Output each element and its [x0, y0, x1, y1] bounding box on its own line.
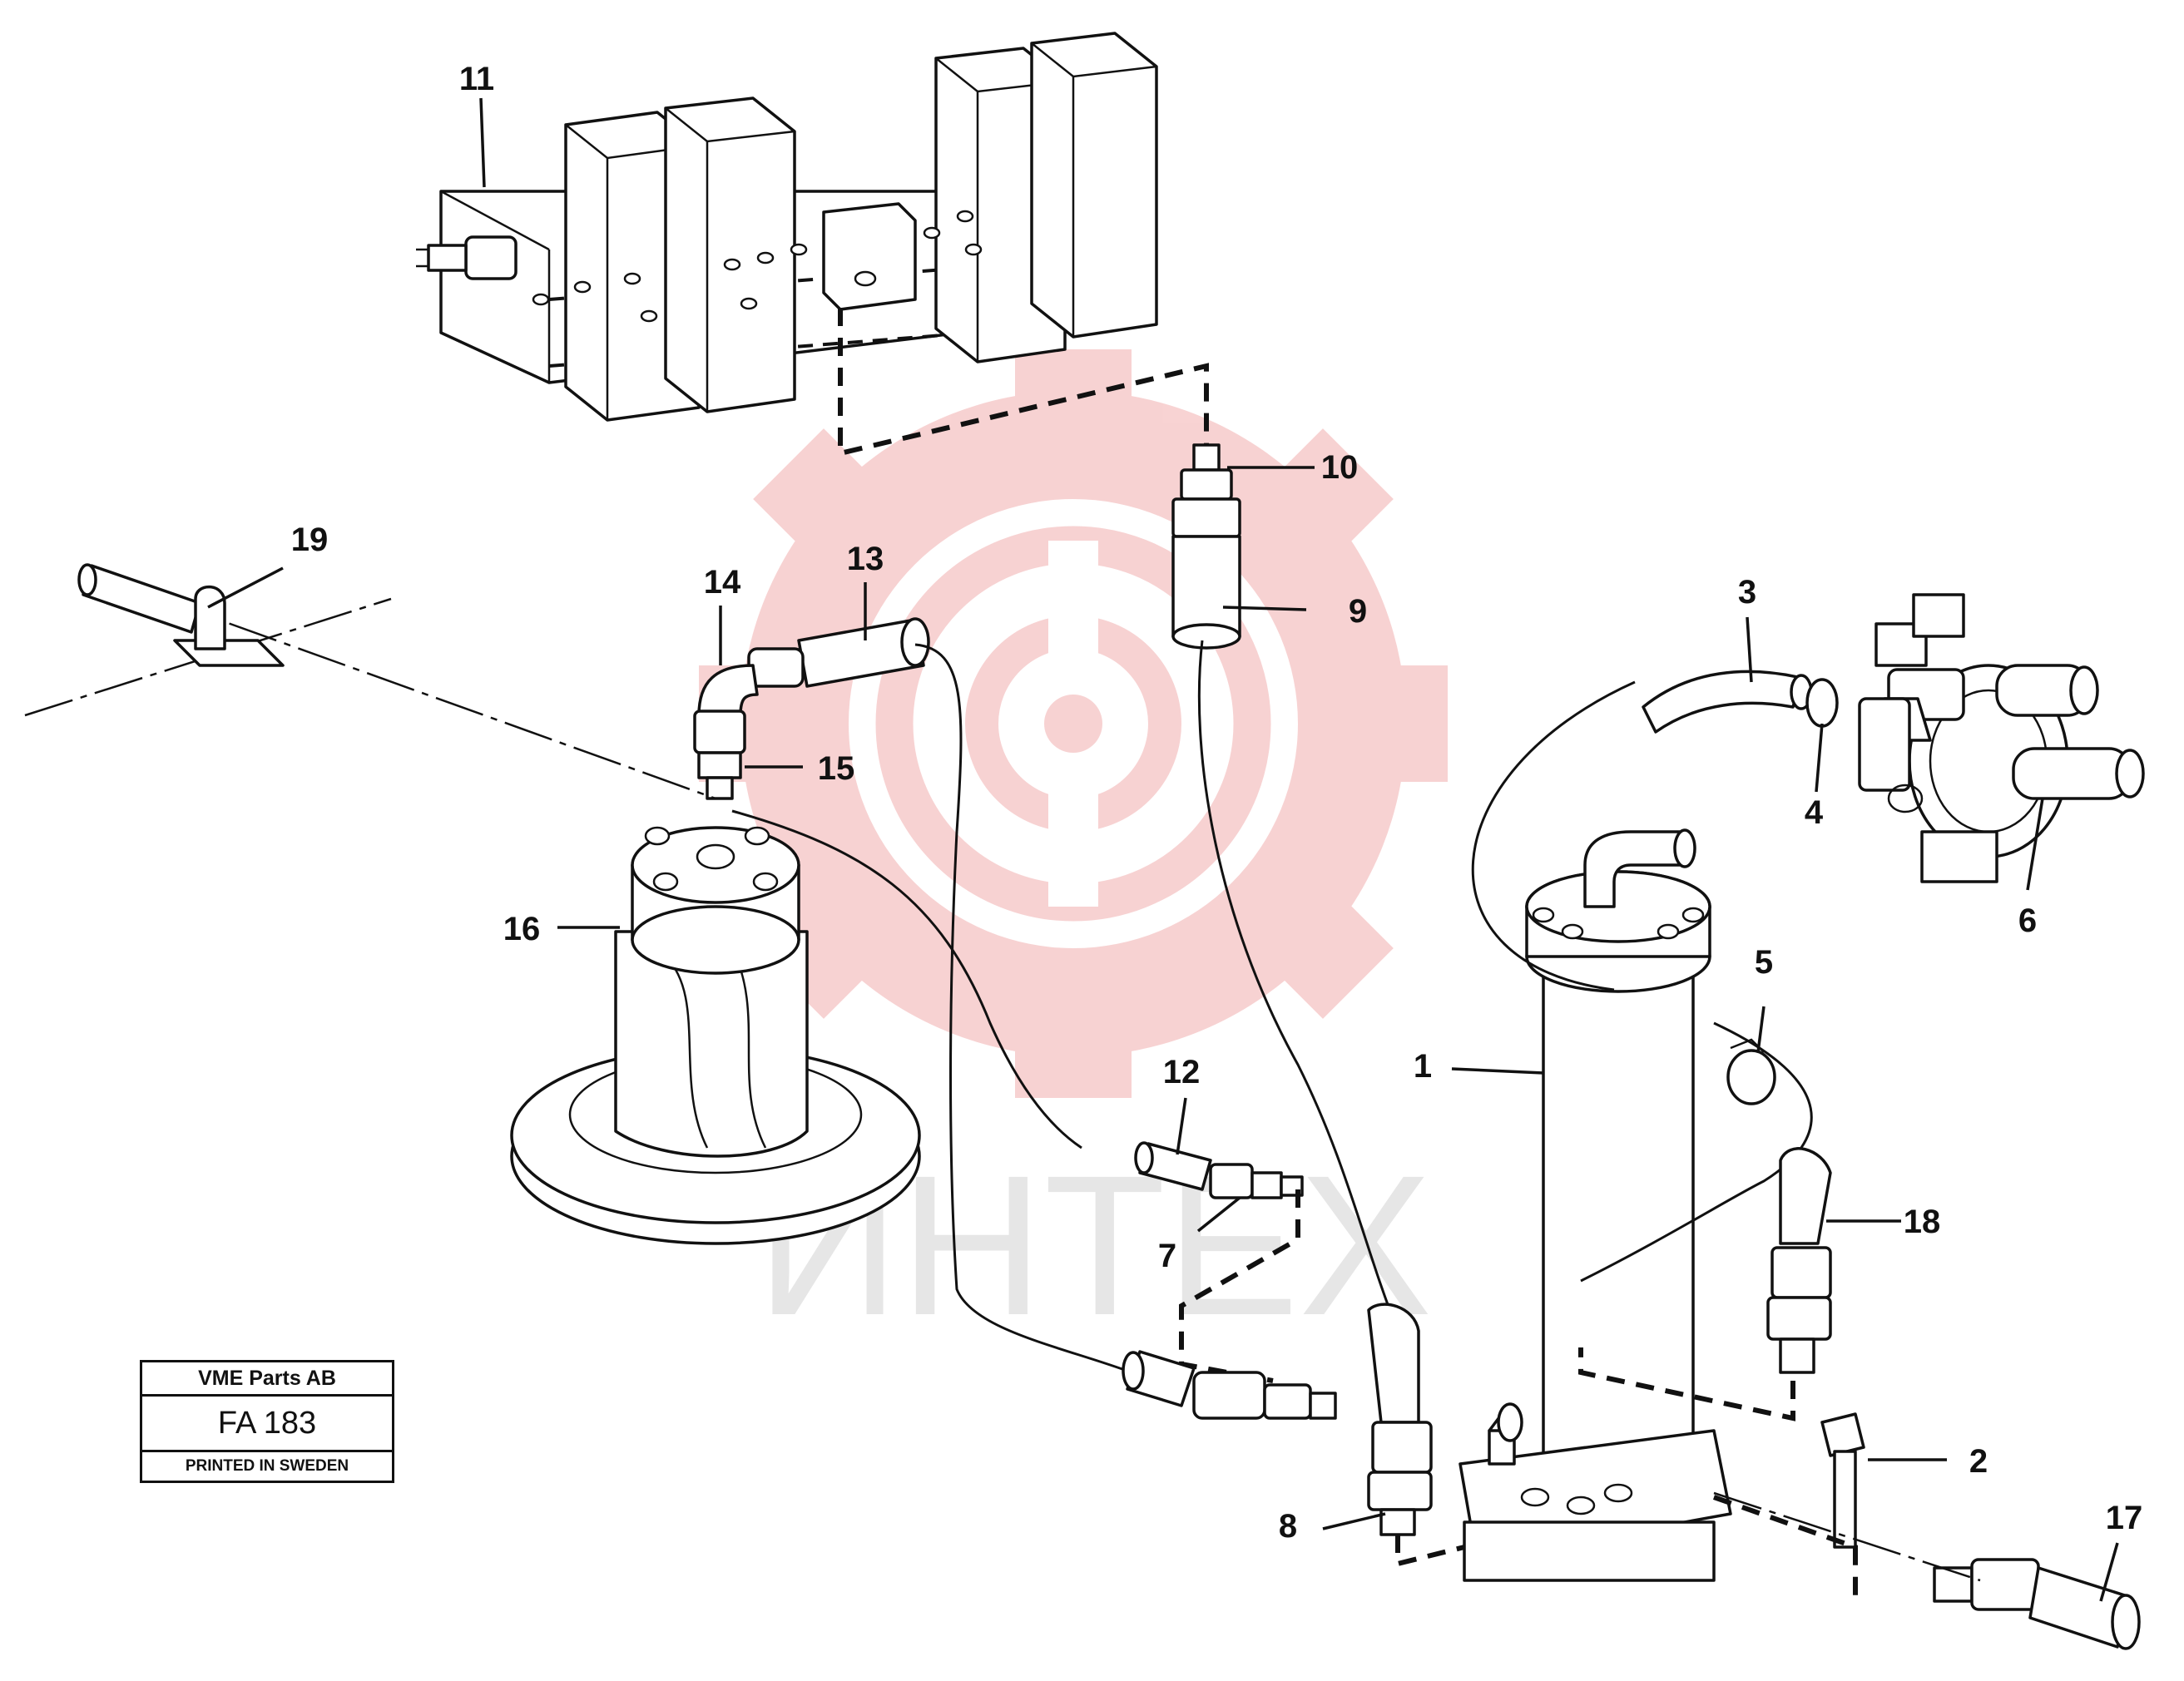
part-label-3: 3: [1738, 574, 1756, 611]
fitting-10: [1171, 443, 1241, 538]
hose-assembly-lower: [1122, 1350, 1337, 1420]
clamp-4: [1805, 678, 1839, 728]
part-label-19: 19: [291, 522, 329, 558]
part-label-6: 6: [2018, 902, 2037, 939]
part-label-8: 8: [1279, 1508, 1297, 1545]
stamp-code: FA 183: [142, 1397, 392, 1452]
part-label-4: 4: [1805, 794, 1824, 831]
hose-13: [747, 617, 930, 688]
part-label-16: 16: [503, 911, 541, 947]
part-label-10: 10: [1321, 449, 1359, 486]
hose-17: [1933, 1558, 2141, 1650]
part-labels: 1 2 3 4 5 6 7 8 9 10 11 12 13 14 15 16 1…: [291, 61, 2143, 1545]
hose-12: [1134, 1141, 1212, 1191]
hose-clamp-5: [1726, 1038, 1776, 1105]
hose-8: [1367, 1303, 1433, 1536]
part-label-7: 7: [1158, 1238, 1176, 1274]
clamp-19: [77, 563, 285, 667]
coupling-7: [1209, 1163, 1304, 1199]
pump-6: [1858, 593, 2145, 883]
leader-lines: [207, 97, 2119, 1602]
part-label-9: 9: [1349, 593, 1367, 630]
part-label-5: 5: [1755, 944, 1773, 981]
part-label-12: 12: [1163, 1054, 1201, 1090]
control-valve-block: [416, 32, 1158, 422]
part-label-14: 14: [704, 564, 741, 601]
hose-9: [1171, 535, 1241, 650]
adapter-15: [693, 709, 746, 800]
stamp-company: VME Parts AB: [142, 1362, 392, 1397]
stamp-printed: PRINTED IN SWEDEN: [185, 1457, 349, 1475]
swivel-joint-16: [510, 826, 921, 1245]
part-label-11: 11: [459, 61, 494, 97]
hose-3: [1642, 670, 1813, 734]
part-label-1: 1: [1414, 1048, 1432, 1085]
part-label-13: 13: [847, 541, 884, 577]
hose-18: [1766, 1147, 1832, 1374]
part-label-18: 18: [1904, 1204, 1941, 1240]
part-label-15: 15: [818, 750, 855, 787]
part-label-17: 17: [2106, 1500, 2143, 1536]
filter-1: [1458, 828, 1732, 1582]
publisher-stamp: VME Parts AB FA 183 PRINTED IN SWEDEN: [140, 1360, 394, 1483]
bolt-2: [1820, 1412, 1865, 1549]
part-label-2: 2: [1969, 1443, 1988, 1480]
